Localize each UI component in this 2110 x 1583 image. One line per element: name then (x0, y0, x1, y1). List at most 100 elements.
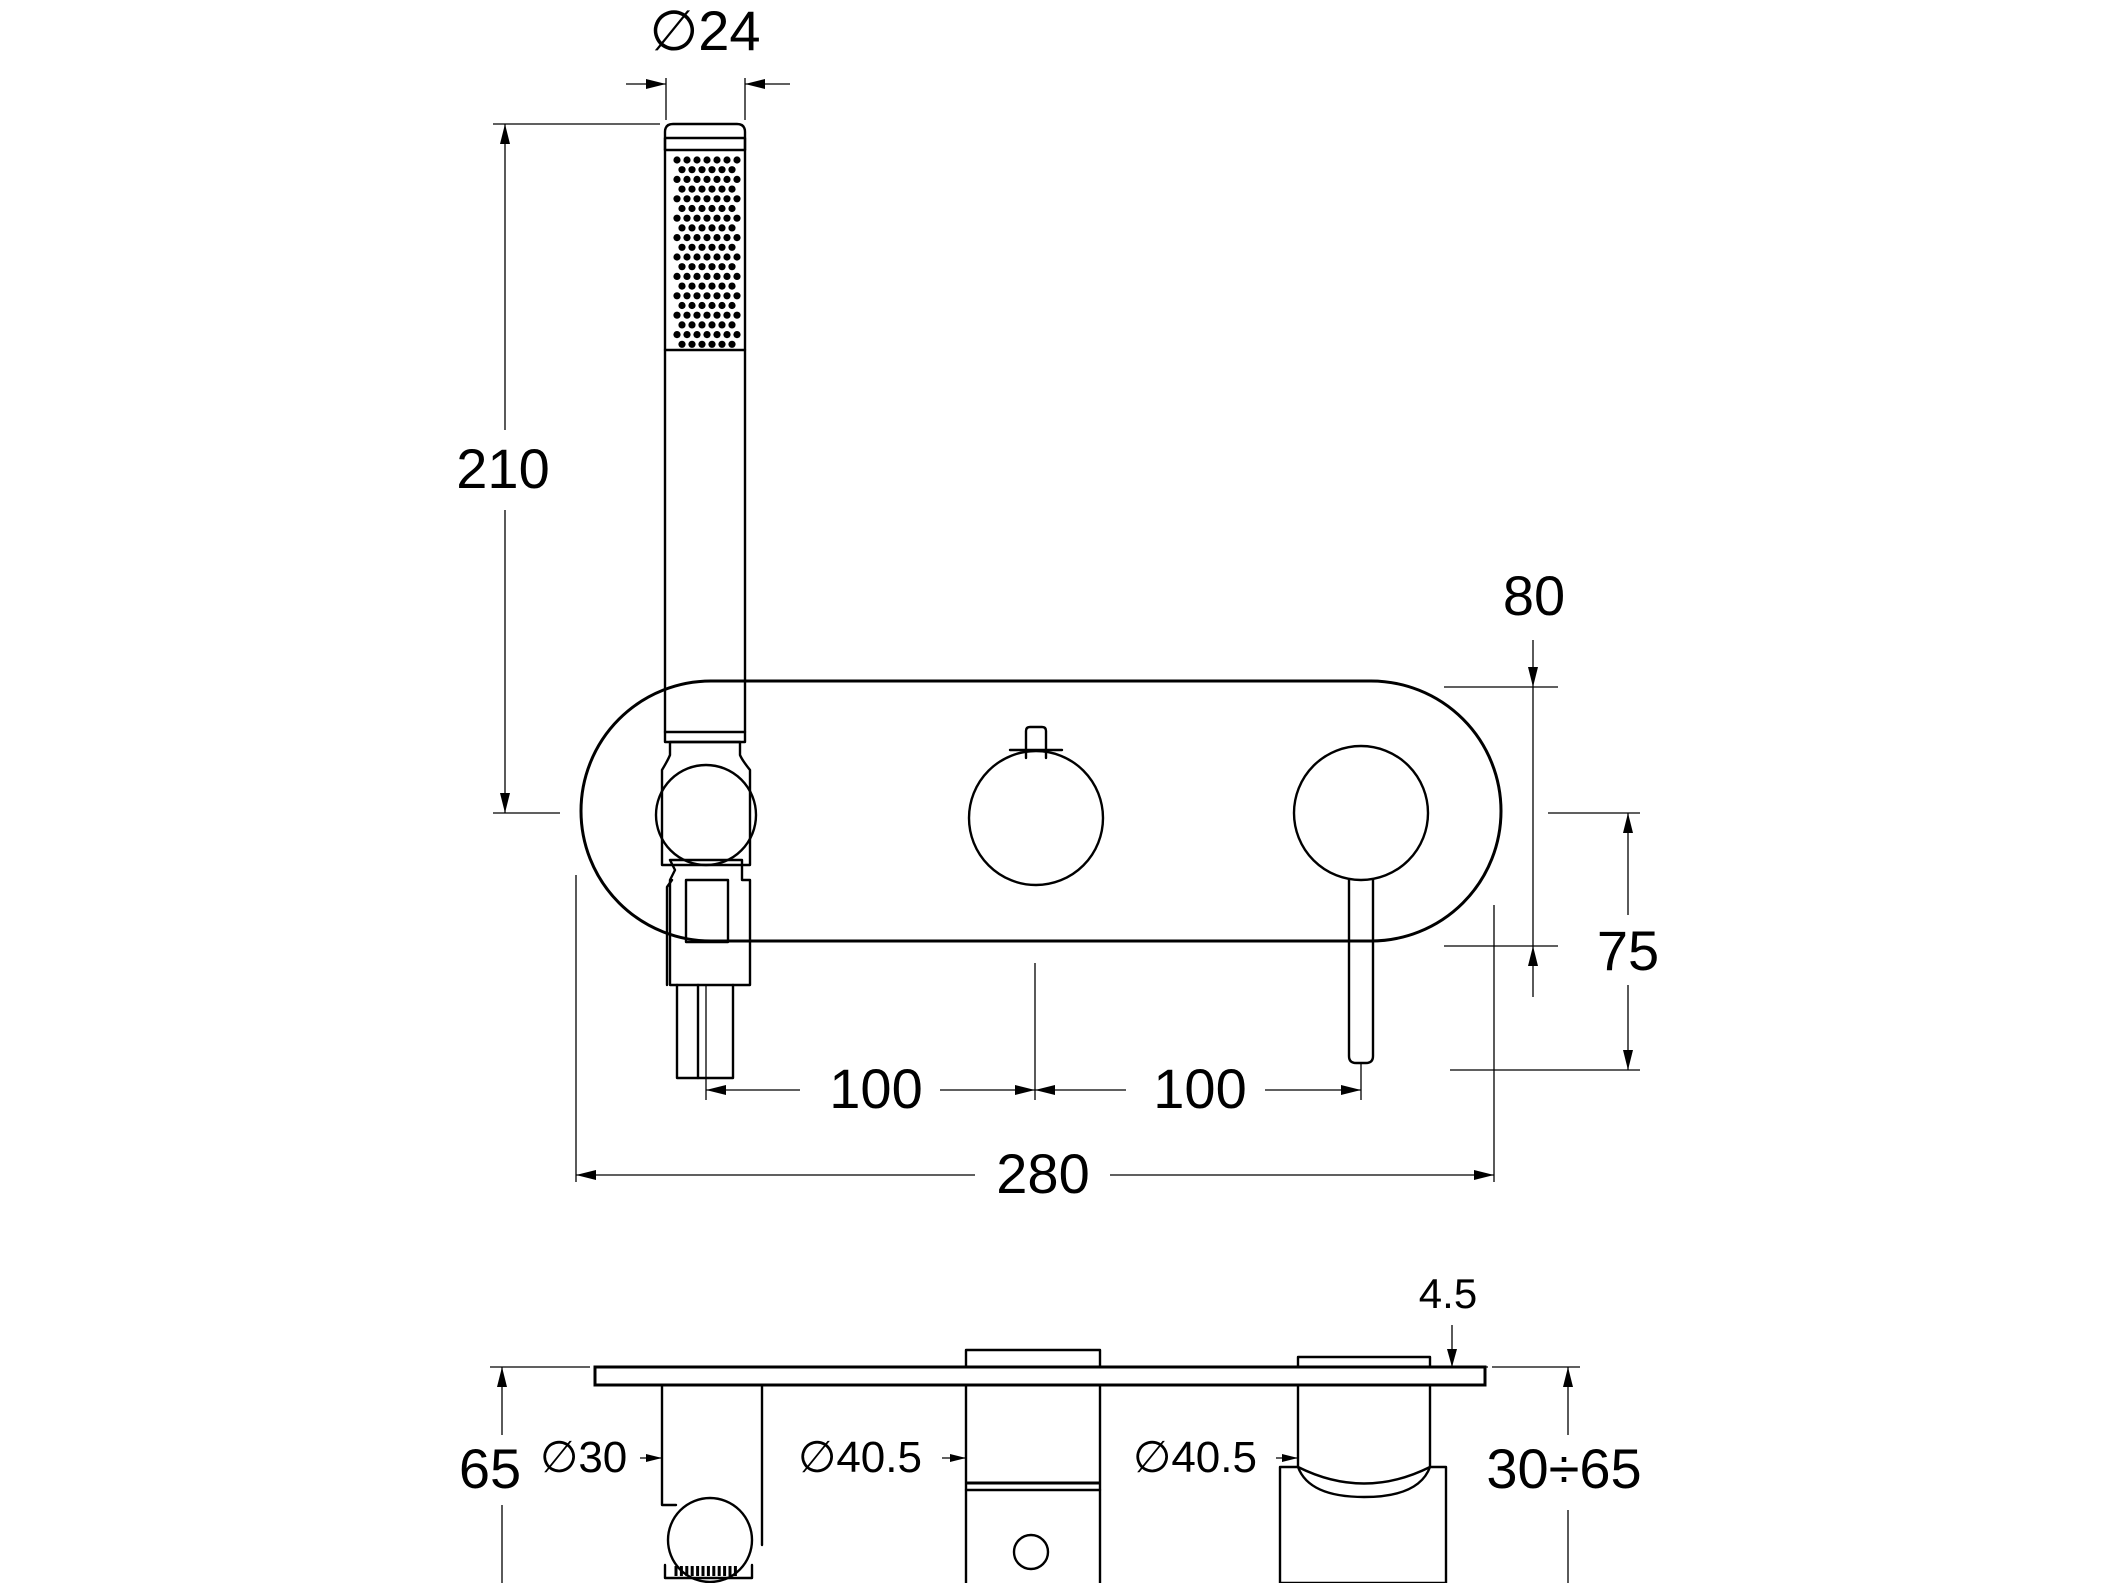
spray-nozzle (683, 234, 691, 242)
holder-slot (684, 878, 730, 944)
spray-nozzle (708, 301, 716, 310)
spray-nozzle (728, 166, 736, 174)
spray-nozzle (703, 272, 711, 280)
spray-nozzle (718, 166, 726, 174)
dim-middle-knob-diameter-label: ∅40.5 (798, 1433, 922, 1482)
side-outlet-knurl (674, 1566, 737, 1576)
right-knob-lever (1347, 878, 1375, 1065)
dim-plate-height (1444, 640, 1558, 997)
spray-nozzle (673, 272, 681, 280)
dim-lever-length-label: 75 (1597, 919, 1659, 982)
spray-nozzle (703, 311, 711, 319)
spray-nozzle (708, 340, 716, 348)
spray-nozzle (688, 301, 696, 310)
spray-nozzle (693, 156, 701, 164)
spray-nozzle (708, 185, 716, 193)
spray-nozzle (718, 282, 726, 290)
spray-nozzle (683, 292, 691, 300)
dim-spacing-left-label: 100 (829, 1057, 922, 1120)
front-view: ∅24 210 80 75 (456, 0, 1659, 1205)
spray-nozzle (733, 195, 741, 203)
middle-knob (967, 725, 1105, 887)
side-view: 65 ∅30 ∅40.5 ∅40.5 4.5 30÷65 (459, 1270, 1642, 1583)
side-outlet-knob (666, 1496, 754, 1583)
spray-nozzle (683, 311, 691, 319)
side-outlet-left-edge (660, 1383, 678, 1507)
spray-nozzle (733, 175, 741, 183)
spray-nozzle (718, 243, 726, 251)
spray-nozzle (698, 301, 706, 310)
spray-nozzle (723, 175, 731, 183)
dim-outlet-diameter-label: ∅30 (540, 1433, 627, 1482)
spray-nozzle (688, 340, 696, 348)
dim-plate-thickness (1447, 1325, 1488, 1368)
spray-nozzle (723, 331, 731, 339)
spray-nozzle (698, 204, 706, 213)
spray-nozzle (723, 156, 731, 164)
hose-connector (675, 983, 735, 1080)
dim-wall-depth (1492, 1366, 1580, 1583)
side-plate (593, 1365, 1487, 1387)
spray-nozzle (723, 214, 731, 222)
spray-nozzle (688, 263, 696, 271)
spray-nozzle (733, 234, 741, 242)
side-right-lever-curve (1296, 1465, 1432, 1499)
spray-nozzle (678, 301, 686, 310)
spray-nozzle (698, 263, 706, 271)
spray-nozzle (693, 253, 701, 261)
holder-knob-circle (654, 763, 758, 867)
spray-nozzle (688, 185, 696, 193)
spray-nozzle (693, 195, 701, 203)
spray-nozzle (693, 175, 701, 183)
spray-nozzle (688, 321, 696, 329)
spray-nozzle (713, 292, 721, 300)
dim-plate-width (575, 875, 1495, 1182)
spray-nozzle (673, 331, 681, 339)
spray-nozzle (728, 282, 736, 290)
spray-nozzle (728, 185, 736, 193)
spray-nozzle (723, 311, 731, 319)
spray-nozzle (718, 204, 726, 213)
spray-nozzle (693, 311, 701, 319)
spray-nozzle (733, 292, 741, 300)
side-outlet-base (663, 1563, 754, 1580)
spray-nozzle (678, 224, 686, 232)
spray-nozzle (678, 282, 686, 290)
spray-nozzle (728, 321, 736, 329)
spray-nozzle (728, 301, 736, 310)
spray-nozzle (708, 321, 716, 329)
spray-nozzle (673, 311, 681, 319)
dim-plate-height-label: 80 (1503, 564, 1565, 627)
spray-nozzle (688, 282, 696, 290)
spray-nozzle (683, 272, 691, 280)
spray-nozzle (713, 195, 721, 203)
spray-nozzle (733, 272, 741, 280)
dim-hand-shower-height (493, 123, 660, 814)
dim-right-knob-diameter-label: ∅40.5 (1133, 1433, 1257, 1482)
spray-nozzle (703, 175, 711, 183)
spray-nozzle (723, 253, 731, 261)
dim-hand-shower-diameter-label: ∅24 (649, 0, 760, 62)
spray-nozzle (673, 195, 681, 203)
dim-spacing (705, 963, 1362, 1100)
spray-nozzle (713, 175, 721, 183)
spray-nozzle (733, 156, 741, 164)
spray-nozzle (708, 243, 716, 251)
spray-nozzle (688, 166, 696, 174)
spray-nozzle (703, 331, 711, 339)
dim-plate-thickness-label: 4.5 (1419, 1270, 1477, 1317)
spray-nozzle (678, 263, 686, 271)
dim-wall-depth-label: 30÷65 (1486, 1437, 1641, 1500)
spray-nozzle (723, 195, 731, 203)
spray-nozzle (693, 234, 701, 242)
spray-nozzle (713, 253, 721, 261)
spray-nozzle (698, 243, 706, 251)
side-right-lever (1278, 1465, 1448, 1583)
holder-lower-bracket (668, 858, 752, 987)
spray-nozzle (728, 204, 736, 213)
spray-nozzle (673, 253, 681, 261)
dim-spacing-right-label: 100 (1153, 1057, 1246, 1120)
spray-nozzle (673, 175, 681, 183)
